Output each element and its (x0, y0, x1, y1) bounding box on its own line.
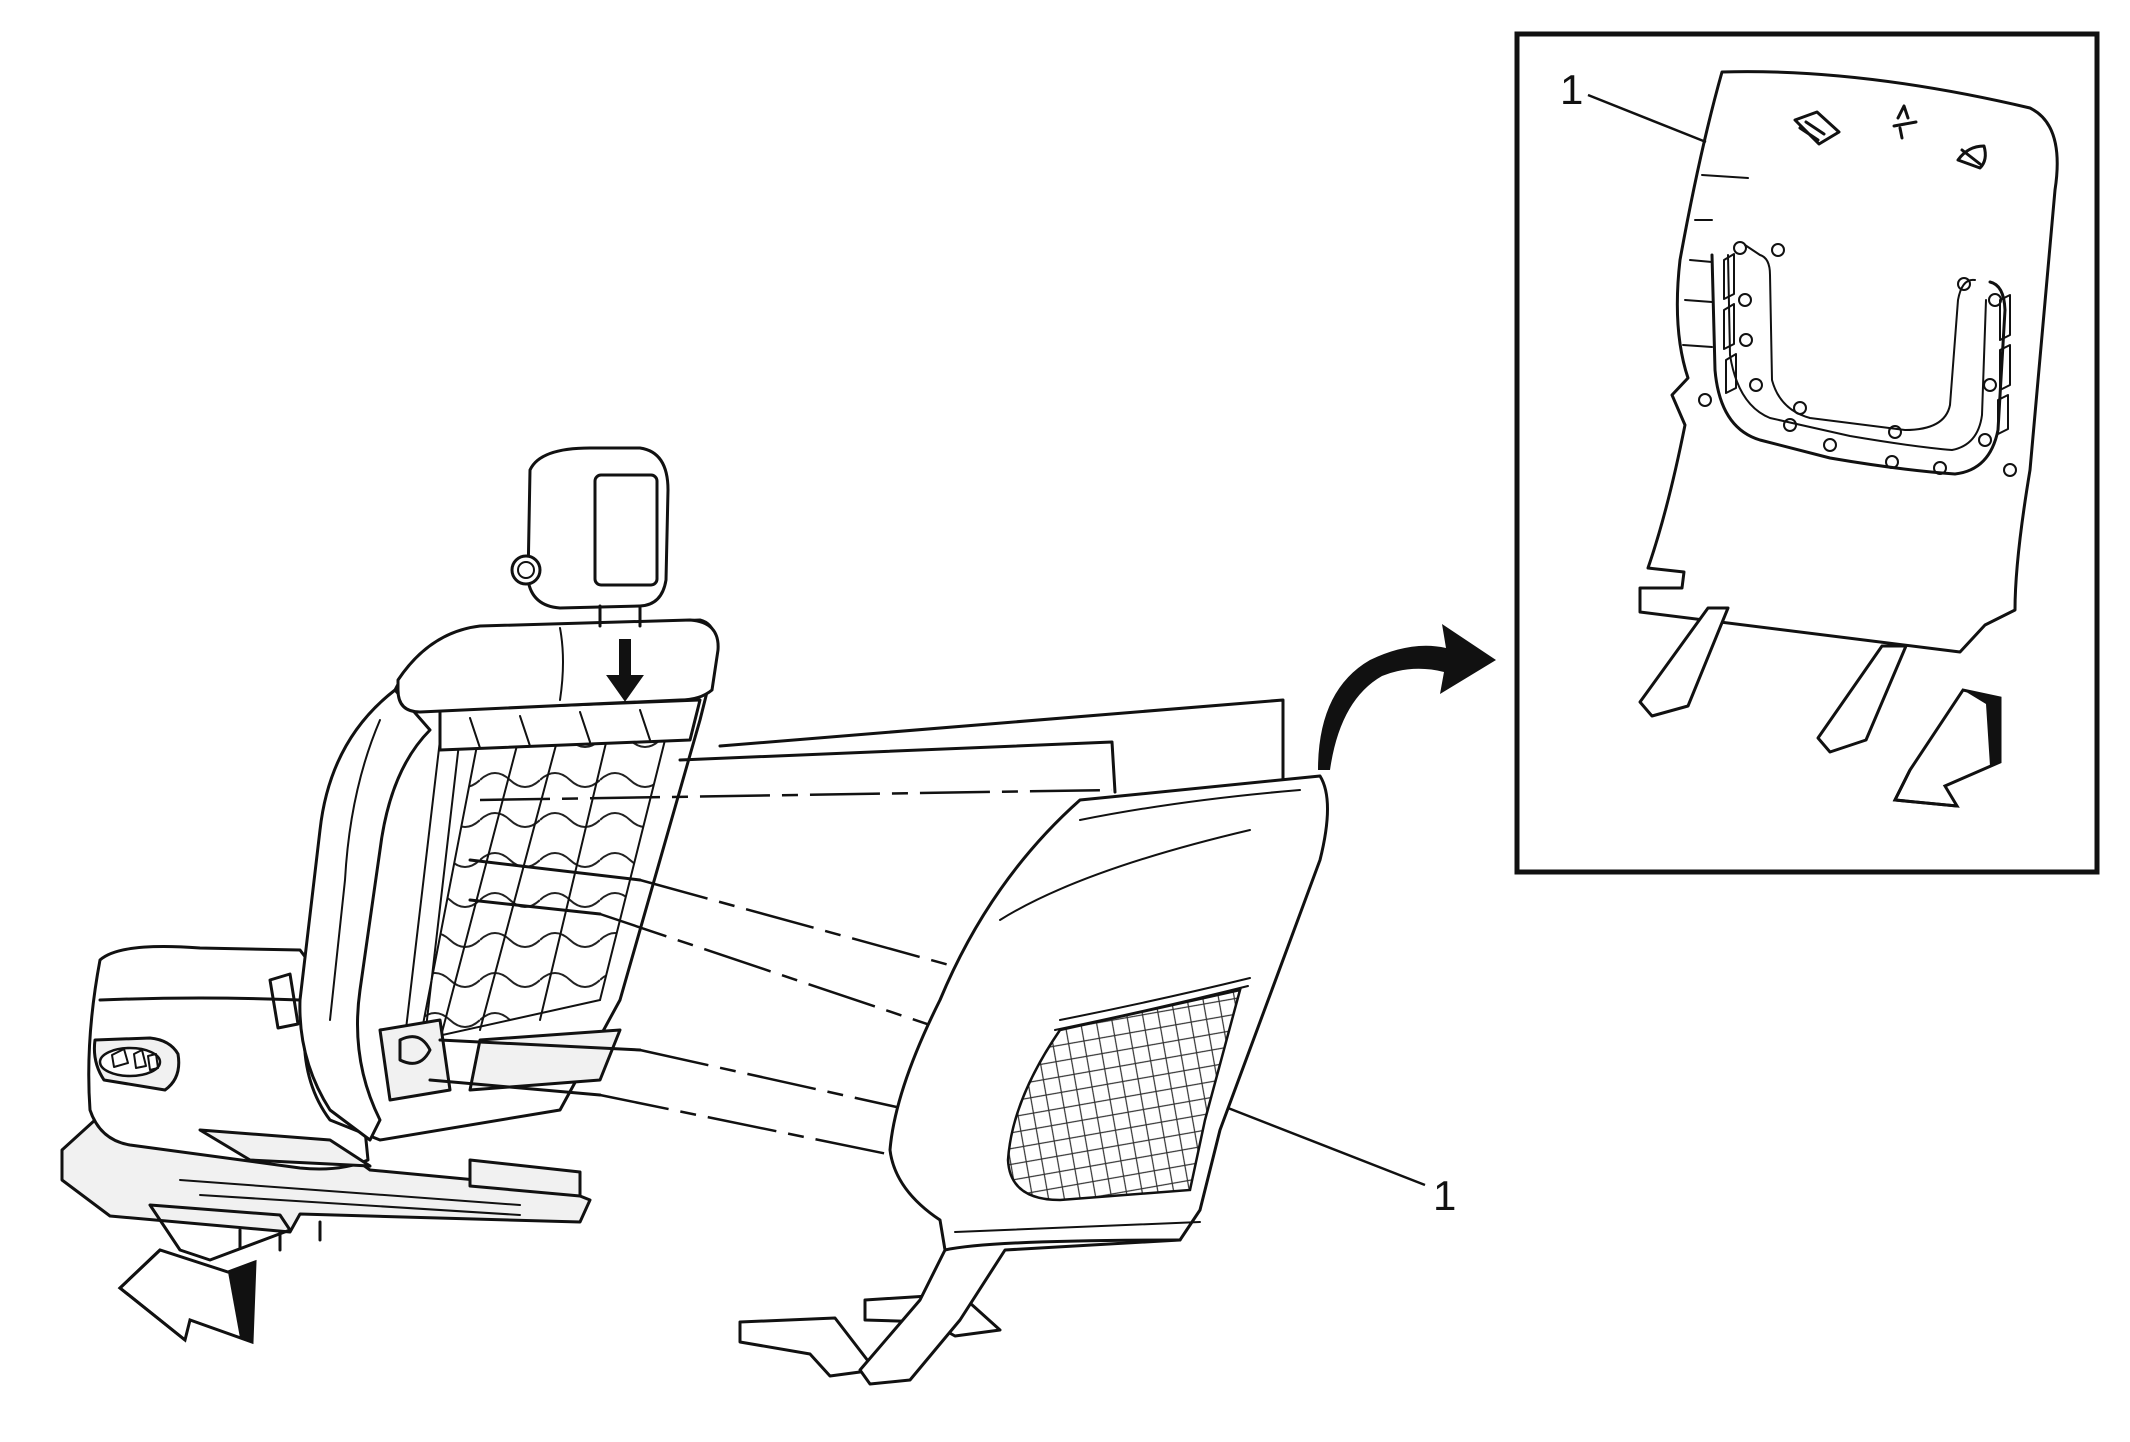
inset-seat-back-panel (1638, 70, 2059, 754)
inset-callout-label: 1 (1560, 66, 1583, 113)
seat-back-frame (298, 618, 718, 1142)
seat-adjuster-switch-icon (98, 1046, 162, 1078)
main-callout-label: 1 (1433, 1172, 1456, 1219)
seat-assembly (60, 446, 720, 1262)
inset-forward-direction-arrow-icon (1892, 688, 2002, 808)
main-leader-line (1227, 1106, 1426, 1187)
down-arrow-icon (606, 639, 644, 702)
headrest (510, 446, 670, 628)
seat-back-top (396, 618, 720, 714)
curved-transition-arrow-icon (1318, 624, 1496, 770)
inset-leader-line (1587, 93, 1707, 144)
seat-cushion (87, 945, 372, 1171)
inset-detail-view: 1 (1514, 31, 2100, 875)
forward-direction-arrow-icon (117, 1248, 257, 1345)
main-callout: 1 (1227, 1106, 1456, 1219)
seat-back-panel-removed (738, 774, 1329, 1386)
inset-retainer-clips (1698, 241, 2017, 477)
